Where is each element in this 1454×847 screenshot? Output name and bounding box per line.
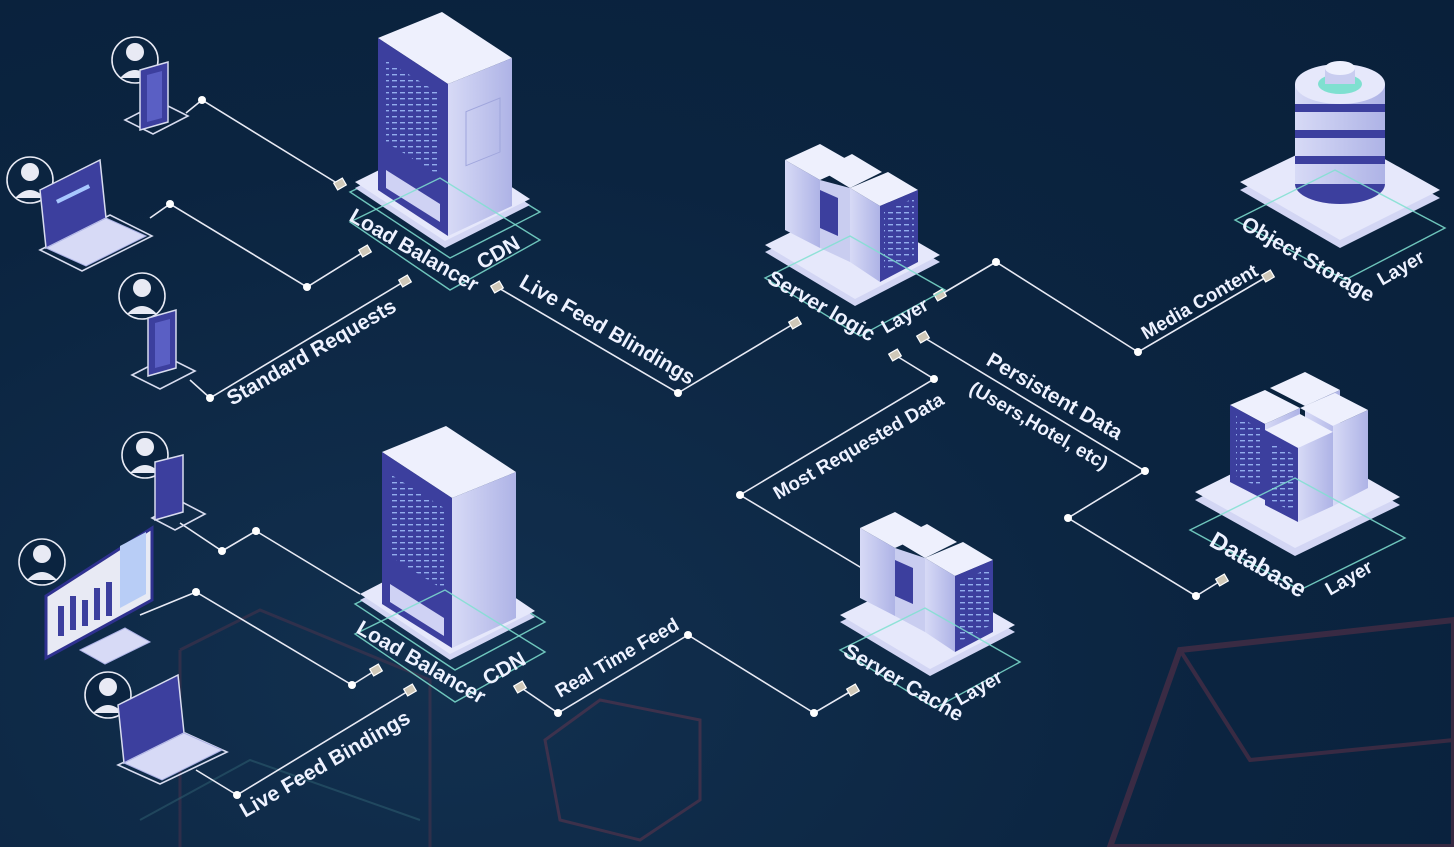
phone-icon [139,61,169,131]
label-server-cache-layer: Layer [952,666,1007,710]
laptop-icon [39,158,148,267]
client-phone-user-2[interactable] [118,272,197,390]
client-monitor-user[interactable] [18,525,154,665]
monitor-chart-icon [44,525,154,665]
connection-wires [139,99,1269,796]
load-balancer-top[interactable] [348,12,542,291]
phone-icon [147,309,177,377]
server-rack-icon [378,12,512,236]
label-database-layer: Layer [1322,556,1377,600]
object-storage-layer[interactable] [1233,61,1447,281]
server-cache-layer[interactable] [838,512,1022,709]
label-cdn-top: CDN [473,232,524,275]
client-laptop-user-2[interactable] [84,671,229,785]
laptop-icon [117,673,224,781]
server-rack-icon [382,426,516,648]
client-laptop-user-1[interactable] [6,156,154,272]
load-balancer-bottom[interactable] [353,426,547,703]
database-stack-icon [1295,61,1385,204]
server-logic-layer[interactable] [763,144,947,337]
server-rack-icon [785,144,918,282]
label-standard-requests: Standard Requests [223,295,400,411]
label-media-content: Media Content [1138,260,1262,344]
database-layer[interactable] [1188,372,1407,591]
client-phone-user-3[interactable] [121,431,207,531]
connector-ports [332,177,1276,697]
label-most-requested-data: Most Requested Data [770,389,948,504]
label-real-time-feed: Real Time Feed [552,615,683,703]
client-phone-user-1[interactable] [111,36,190,135]
label-live-feed-blindings: Live Feed Blindings [516,270,699,389]
background-decoration [139,608,1454,847]
label-object-storage-layer: Layer [1374,246,1429,290]
server-rack-icon [1230,372,1368,522]
phone-icon [154,454,184,521]
junction-nodes [166,96,1200,799]
